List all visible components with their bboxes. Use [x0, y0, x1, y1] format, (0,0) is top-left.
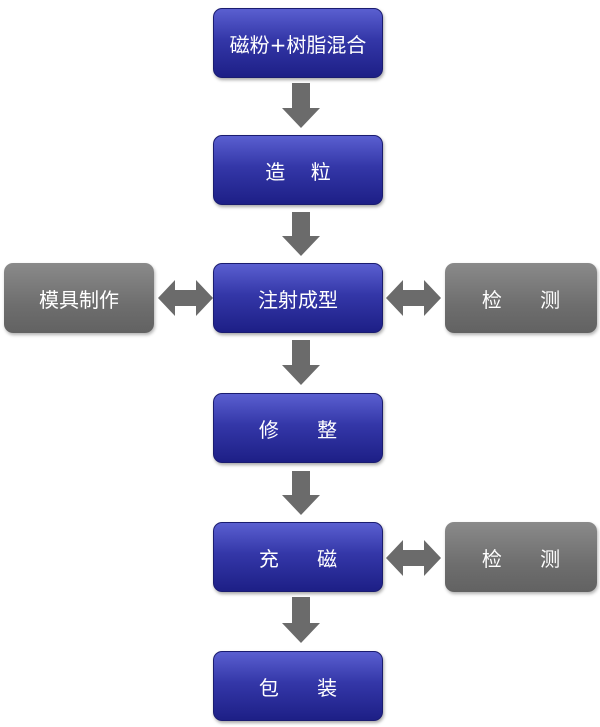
side-inspect-2-label: 检 测: [481, 546, 561, 571]
step-magnetize: 充 磁: [213, 522, 383, 592]
step-magnetize-label: 充 磁: [258, 546, 338, 571]
arrow-inject-to-trim: [282, 340, 320, 385]
side-mold: 模具制作: [4, 263, 154, 333]
step-pack-label: 包 装: [258, 675, 338, 700]
double-arrow-inject-inspect: [386, 280, 441, 316]
step-granulate: 造 粒: [213, 135, 383, 205]
double-arrow-mold-inject: [158, 280, 213, 316]
step-trim: 修 整: [213, 393, 383, 463]
double-arrow-magnetize-inspect: [386, 540, 441, 576]
arrow-granulate-to-inject: [282, 212, 320, 256]
side-inspect-1-label: 检 测: [481, 287, 561, 312]
side-mold-label: 模具制作: [39, 287, 119, 312]
step-inject-label: 注射成型: [258, 287, 338, 312]
step-mix-label: 磁粉+树脂混合: [229, 32, 367, 57]
arrow-mix-to-granulate: [282, 83, 320, 128]
step-mix: 磁粉+树脂混合: [213, 8, 383, 78]
side-inspect-1: 检 测: [445, 263, 597, 333]
arrow-trim-to-magnetize: [282, 471, 320, 515]
side-inspect-2: 检 测: [445, 522, 597, 592]
arrow-magnetize-to-pack: [282, 597, 320, 643]
step-trim-label: 修 整: [258, 417, 338, 442]
step-inject: 注射成型: [213, 263, 383, 333]
step-granulate-label: 造 粒: [265, 159, 331, 184]
step-pack: 包 装: [213, 651, 383, 721]
